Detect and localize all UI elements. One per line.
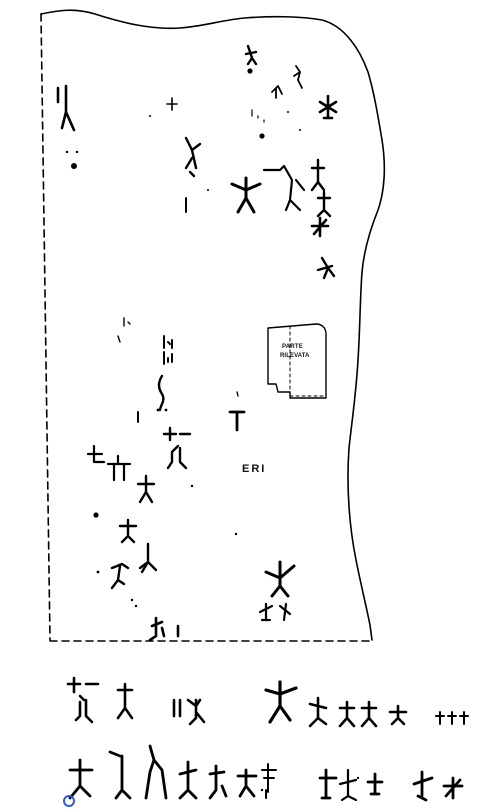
dot-8: [164, 408, 168, 412]
figure-bottom-left: [148, 616, 180, 642]
dot-11: [96, 570, 100, 574]
tick-mark: [236, 391, 239, 397]
star-figure-2: [310, 216, 330, 238]
row2-figure-e: [208, 764, 228, 800]
circle-marker-icon[interactable]: [63, 795, 75, 807]
dot-6: [207, 189, 209, 191]
cupmark-1: [71, 163, 77, 169]
row2-figure-i: [338, 768, 358, 802]
dot-2: [75, 150, 79, 154]
figure-standing-2: [316, 190, 332, 218]
row1-figure-f: [360, 700, 378, 728]
figure-standing-4: [136, 474, 156, 504]
dot-1: [65, 150, 69, 154]
figure-standing-1: [310, 158, 326, 192]
label-eri: ERI: [242, 463, 267, 475]
row2-figure-j: [366, 772, 384, 796]
surveyed-area-inner-dashed: [289, 325, 327, 397]
row2-figure-f: [236, 768, 258, 798]
figure-standing-5: [118, 518, 138, 544]
figure-dancer-2: [271, 85, 283, 99]
dot-3: [149, 115, 151, 117]
row1-cross-c: [459, 711, 469, 725]
figure-pair-1: [163, 335, 173, 365]
figure-pi-1: [106, 454, 132, 482]
cupmark-2: [93, 512, 99, 518]
star-figure-1: [318, 94, 338, 120]
row2-figure-a: [68, 758, 94, 800]
small-marks-1: [117, 317, 131, 343]
row1-cross-a: [435, 711, 445, 725]
row2-figure-h: [318, 768, 338, 800]
label-parte: PARTE: [282, 344, 303, 350]
figure-standing-3: [316, 256, 336, 280]
figure-small-top: [244, 44, 258, 74]
figure-cross-pair: [162, 426, 192, 470]
figure-large-orant-2: [264, 560, 296, 598]
figure-pair-2: [110, 542, 158, 590]
cross-sign-1: [166, 97, 178, 111]
small-figure-pair: [258, 602, 292, 622]
label-rilevata: RILEVATA: [280, 353, 310, 359]
row2-figure-d: [178, 760, 198, 800]
dot-12: [130, 598, 134, 602]
dot-10: [234, 532, 238, 536]
cross-figure-left: [86, 444, 106, 464]
figure-arms-raised: [184, 136, 202, 178]
rock-outline-solid-edge: [40, 9, 386, 641]
dot-9: [190, 484, 194, 488]
row1-figure-c: [172, 698, 206, 726]
dot-4: [287, 111, 289, 113]
row2-figure-k: [412, 770, 434, 802]
surveyed-area-box: [267, 323, 327, 399]
row2-figure-b: [108, 750, 132, 800]
dotted-figure: [251, 109, 265, 139]
dot-13: [134, 604, 138, 608]
row1-figure-e: [338, 700, 356, 728]
bottom-row-1: [66, 676, 469, 728]
bottom-row-2: [68, 744, 464, 802]
figure-top-left: [56, 84, 76, 132]
row1-figure-b: [116, 682, 134, 720]
figure-dancer-1: [293, 65, 303, 89]
row1-cross-b: [447, 711, 457, 725]
dot-5: [299, 129, 301, 131]
wavy-line: [157, 374, 165, 412]
row1-figure-d: [308, 696, 328, 728]
row2-figure-g: [261, 763, 277, 799]
row1-figure-a: [66, 676, 100, 724]
t-sign: [228, 410, 246, 432]
rock-outline-dashed-left: [40, 13, 51, 641]
row1-figure-g: [388, 704, 408, 726]
dot-14: [356, 776, 360, 780]
row2-figure-c: [144, 744, 168, 800]
figure-large-orant-1: [230, 176, 262, 214]
dot-15: [260, 788, 264, 792]
row2-star: [442, 776, 464, 800]
dot-7: [156, 408, 160, 412]
row1-figure-orant: [264, 680, 298, 724]
figure-horned: [262, 164, 306, 212]
